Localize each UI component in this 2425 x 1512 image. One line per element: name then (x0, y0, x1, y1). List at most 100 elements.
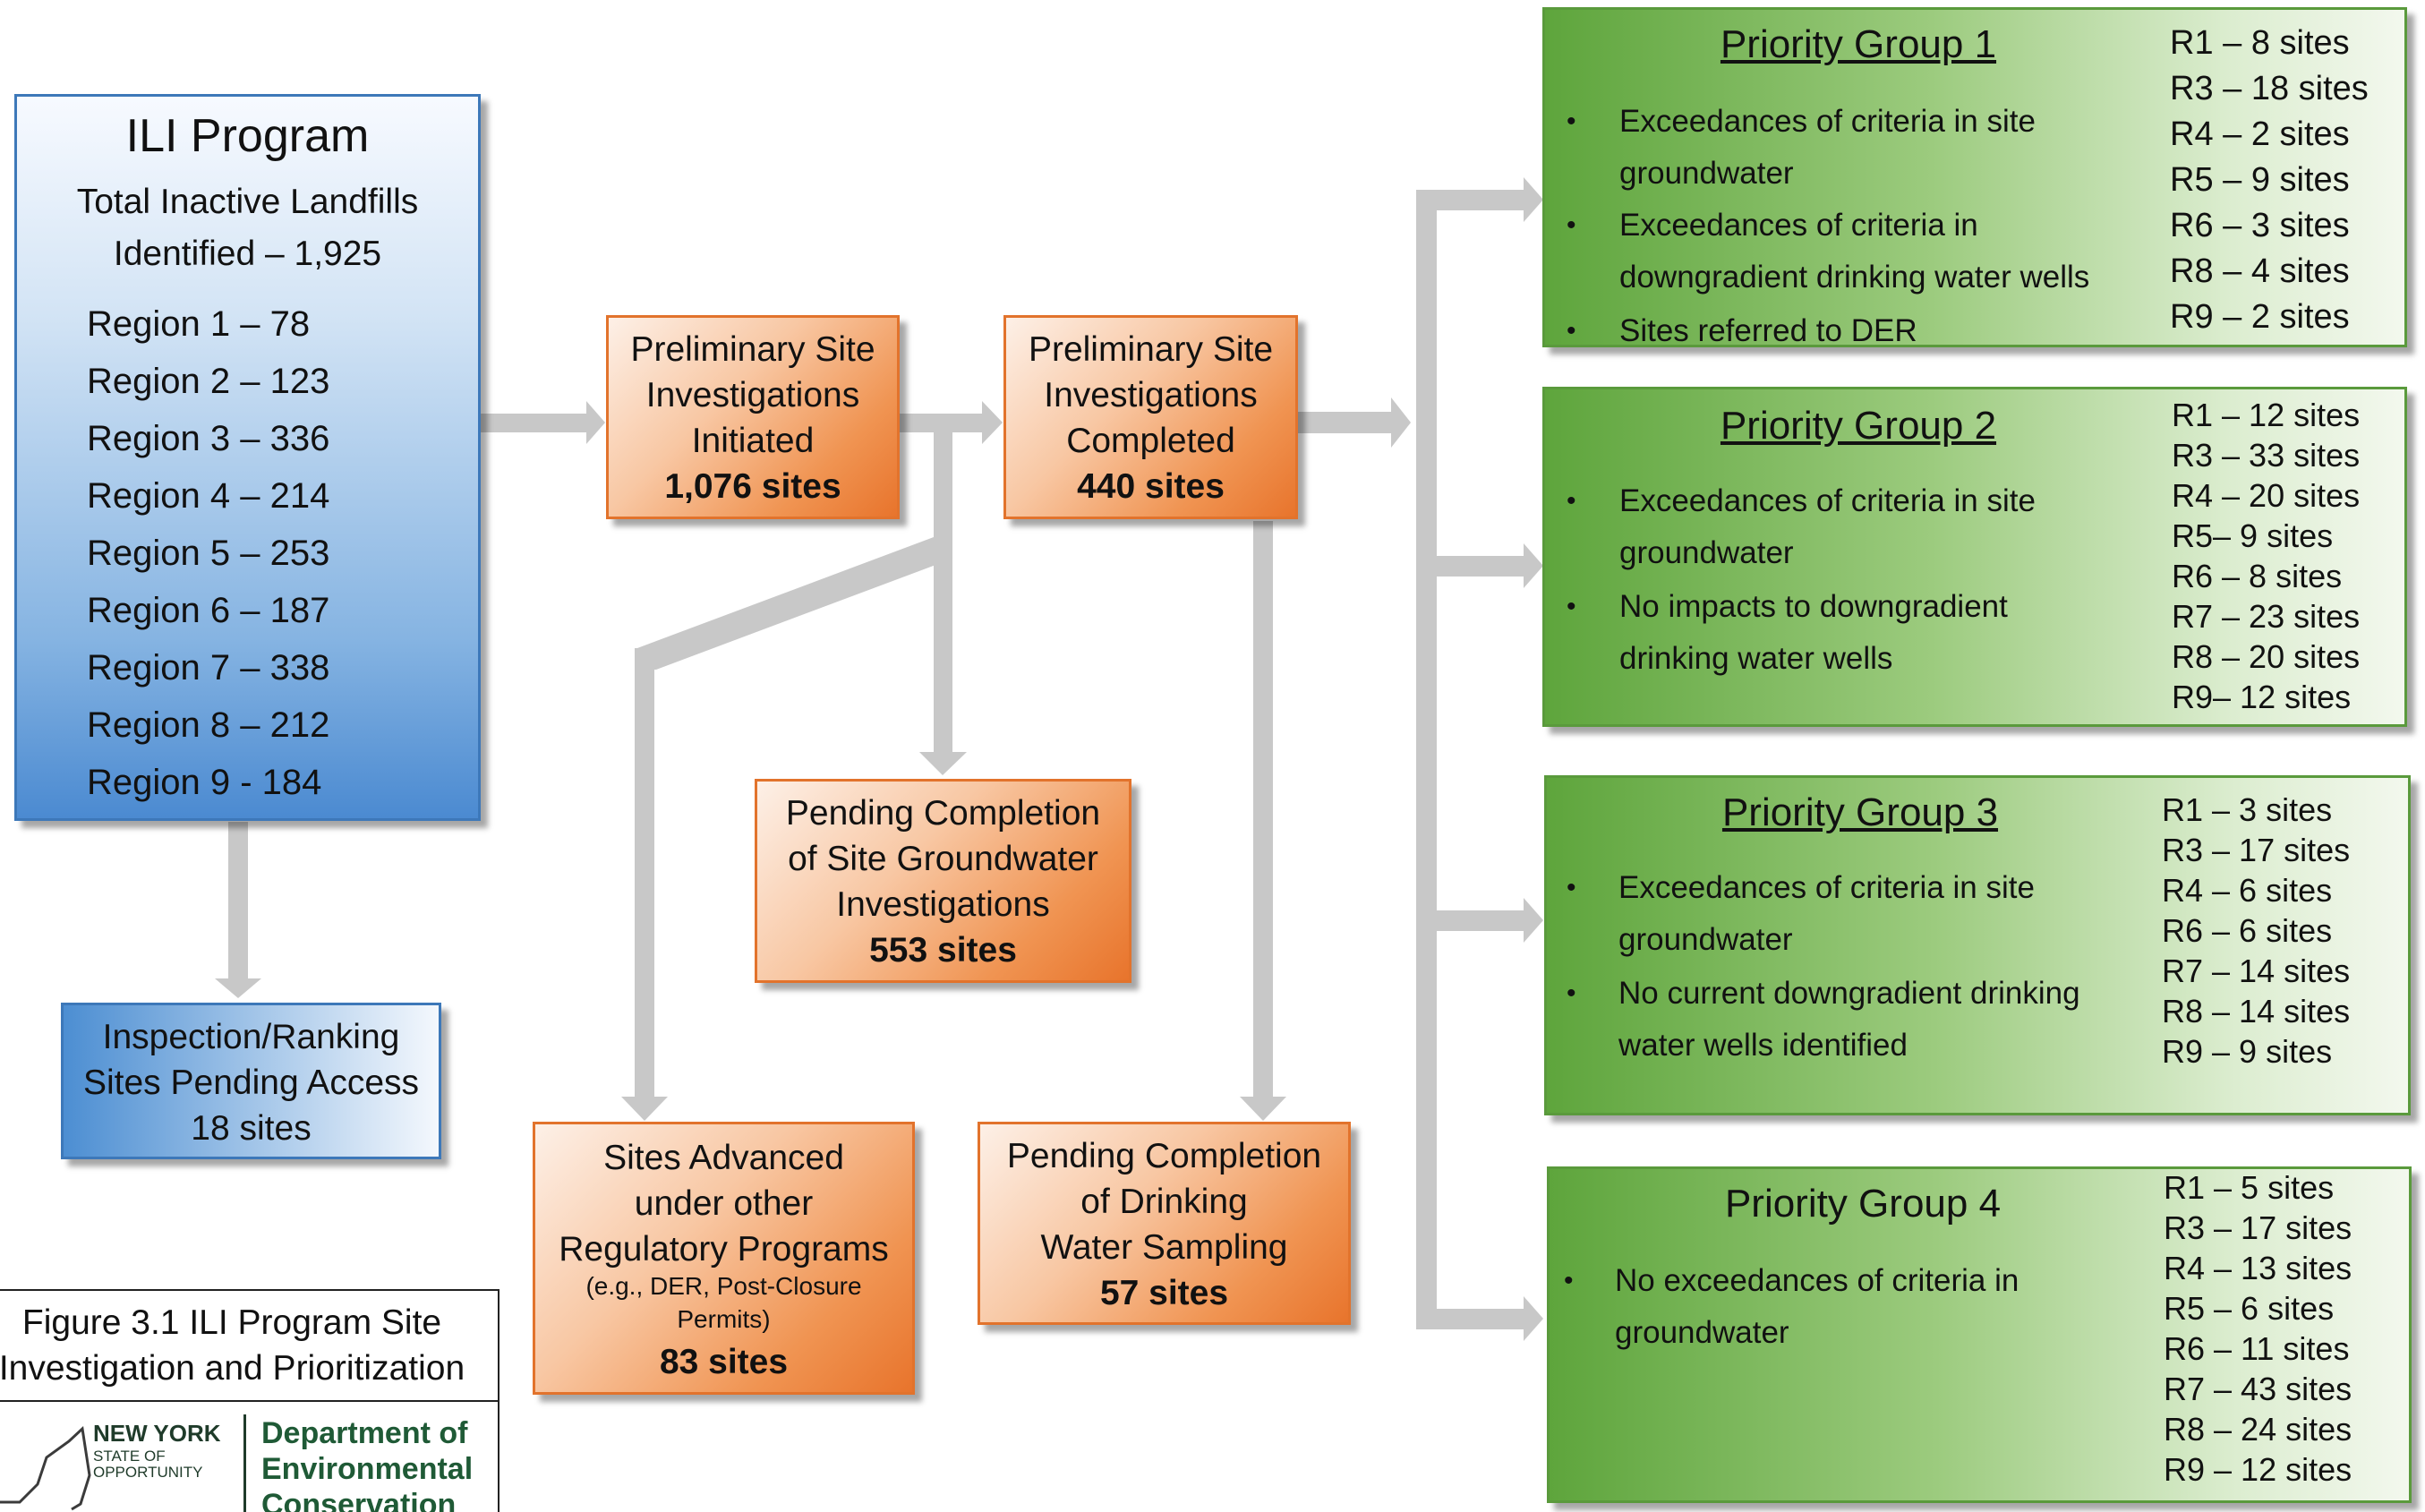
sites-advanced-line1: Sites Advanced (603, 1139, 844, 1177)
logo-divider (243, 1414, 246, 1512)
priority-group-3-title: Priority Group 3 (1721, 790, 1999, 834)
group-2-site-r9: R9– 12 sites (2172, 679, 2352, 715)
connector-to-group-4 (1416, 1309, 1528, 1329)
group-2-site-r1: R1 – 12 sites (2172, 397, 2361, 433)
group-2-bullet-2-line2: drinking water wells (1619, 641, 1893, 676)
ili-program-title: ILI Program (125, 110, 370, 162)
group-1-site-r6: R6 – 3 sites (2170, 207, 2350, 244)
group-1-bullet-2-line2: downgradient drinking water wells (1619, 260, 2090, 295)
priority-group-3-box: Priority Group 3 • Exceedances of criter… (1544, 775, 2411, 1115)
connector-to-inspection (228, 822, 248, 983)
connector-to-pending-groundwater (934, 414, 952, 754)
group-2-bullet-2-line1: No impacts to downgradient (1619, 589, 2008, 624)
arrowhead-group-2 (1524, 543, 1543, 588)
group-4-site-r9: R9 – 12 sites (2164, 1451, 2352, 1488)
region-2-count: Region 2 – 123 (87, 362, 330, 401)
psi-initiated-count: 1,076 sites (664, 467, 841, 506)
inspection-line2: Sites Pending Access (82, 1064, 420, 1102)
arrowhead-group-4 (1524, 1296, 1543, 1341)
pending-drinking-count: 57 sites (1099, 1274, 1229, 1312)
pending-drinking-line1: Pending Completion (1006, 1137, 1322, 1175)
group-1-site-r1: R1 – 8 sites (2170, 24, 2350, 62)
arrowhead-psi-initiated (586, 401, 605, 444)
psi-completed-line1: Preliminary Site (1028, 330, 1274, 369)
priority-group-1-box: Priority Group 1 • Exceedances of criter… (1542, 7, 2407, 348)
group-2-site-r7: R7 – 23 sites (2172, 598, 2361, 635)
region-3-count: Region 3 – 336 (87, 419, 330, 458)
pending-groundwater-line3: Investigations (836, 885, 1050, 924)
group-2-bullet-1-line2: groundwater (1619, 535, 1794, 570)
group-4-bullet-1-line2: groundwater (1615, 1315, 1789, 1350)
connector-ili-to-psi-initiated (479, 414, 591, 432)
group-1-site-r4: R4 – 2 sites (2170, 115, 2350, 153)
connector-to-pending-drinking (1253, 521, 1273, 1098)
psi-completed-count: 440 sites (1077, 467, 1225, 506)
region-1-count: Region 1 – 78 (87, 304, 311, 344)
ili-total-value: Identified – 1,925 (113, 235, 382, 273)
connector-to-sites-advanced (635, 648, 654, 1100)
connector-to-group-2 (1416, 556, 1528, 577)
pending-drinking-water-box: Pending Completion of Drinking Water Sam… (978, 1122, 1351, 1325)
bullet-dot: • (1564, 1266, 1574, 1295)
connector-vertical-bus (1416, 190, 1437, 1329)
group-3-bullet-2-line1: No current downgradient drinking (1618, 976, 2080, 1011)
priority-group-4-box: Priority Group 4 • No exceedances of cri… (1547, 1166, 2412, 1503)
group-3-site-r4: R4 – 6 sites (2162, 872, 2333, 909)
nys-dec-logo: NEW YORK STATE OF OPPORTUNITY Department… (0, 1400, 500, 1512)
group-4-site-r4: R4 – 13 sites (2164, 1250, 2352, 1286)
group-3-bullet-2-line2: water wells identified (1618, 1028, 1908, 1063)
sites-advanced-line3: Regulatory Programs (559, 1230, 889, 1269)
group-1-site-r8: R8 – 4 sites (2170, 252, 2350, 290)
arrowhead-pending-drinking (1240, 1097, 1286, 1121)
inspection-ranking-box: Inspection/Ranking Sites Pending Access … (61, 1003, 441, 1159)
ili-program-box: ILI Program Total Inactive Landfills Ide… (14, 94, 481, 821)
pending-groundwater-box: Pending Completion of Site Groundwater I… (755, 779, 1131, 983)
bullet-dot: • (1567, 210, 1576, 240)
group-4-site-r7: R7 – 43 sites (2164, 1371, 2352, 1407)
arrowhead-psi-completed (982, 401, 1003, 444)
priority-group-4-title: Priority Group 4 (1724, 1182, 2002, 1226)
new-york-state-outline-icon (0, 1425, 91, 1511)
bullet-dot: • (1567, 316, 1576, 346)
bullet-dot: • (1567, 592, 1576, 621)
arrowhead-bus (1391, 397, 1411, 448)
psi-initiated-box: Preliminary Site Investigations Initiate… (606, 315, 900, 519)
group-4-site-r6: R6 – 11 sites (2164, 1330, 2350, 1367)
pending-groundwater-count: 553 sites (869, 931, 1017, 970)
connector-completed-to-bus (1298, 412, 1396, 433)
group-2-site-r5: R5– 9 sites (2172, 517, 2334, 554)
group-3-bullet-1-line1: Exceedances of criteria in site (1618, 870, 2035, 905)
group-4-site-r8: R8 – 24 sites (2164, 1411, 2352, 1448)
group-3-bullet-1-line2: groundwater (1618, 922, 1793, 957)
sites-advanced-count: 83 sites (659, 1343, 789, 1381)
psi-completed-box: Preliminary Site Investigations Complete… (1003, 315, 1298, 519)
logo-state-of: STATE OF (93, 1448, 166, 1465)
inspection-line1: Inspection/Ranking (102, 1018, 400, 1056)
group-1-bullet-1-line1: Exceedances of criteria in site (1619, 104, 2036, 139)
ili-total-label: Total Inactive Landfills (76, 183, 419, 221)
sites-advanced-box: Sites Advanced under other Regulatory Pr… (533, 1122, 915, 1395)
group-3-site-r3: R3 – 17 sites (2162, 832, 2351, 868)
bullet-dot: • (1567, 978, 1576, 1008)
pending-groundwater-line1: Pending Completion (785, 794, 1101, 833)
group-1-bullet-1-line2: groundwater (1619, 156, 1794, 191)
arrowhead-group-3 (1524, 898, 1543, 943)
priority-group-2-title: Priority Group 2 (1720, 404, 1997, 448)
pending-groundwater-line2: of Site Groundwater (788, 840, 1098, 878)
group-4-site-r3: R3 – 17 sites (2164, 1209, 2352, 1246)
bullet-dot: • (1567, 486, 1576, 516)
psi-initiated-line1: Preliminary Site (630, 330, 875, 369)
arrowhead-inspection (215, 978, 261, 998)
group-3-site-r9: R9 – 9 sites (2162, 1033, 2333, 1070)
pending-drinking-line3: Water Sampling (1040, 1228, 1288, 1267)
region-6-count: Region 6 – 187 (87, 591, 330, 630)
figure-caption-box: Figure 3.1 ILI Program Site Investigatio… (0, 1289, 500, 1402)
bullet-dot: • (1567, 107, 1576, 136)
group-1-bullet-2-line1: Exceedances of criteria in (1619, 208, 1978, 243)
logo-dept-line2: Environmental (261, 1452, 474, 1486)
priority-group-2-box: Priority Group 2 • Exceedances of criter… (1542, 387, 2407, 727)
figure-caption-line2: Investigation and Prioritization (0, 1349, 465, 1388)
group-3-site-r8: R8 – 14 sites (2162, 993, 2351, 1029)
group-3-site-r7: R7 – 14 sites (2162, 952, 2351, 989)
